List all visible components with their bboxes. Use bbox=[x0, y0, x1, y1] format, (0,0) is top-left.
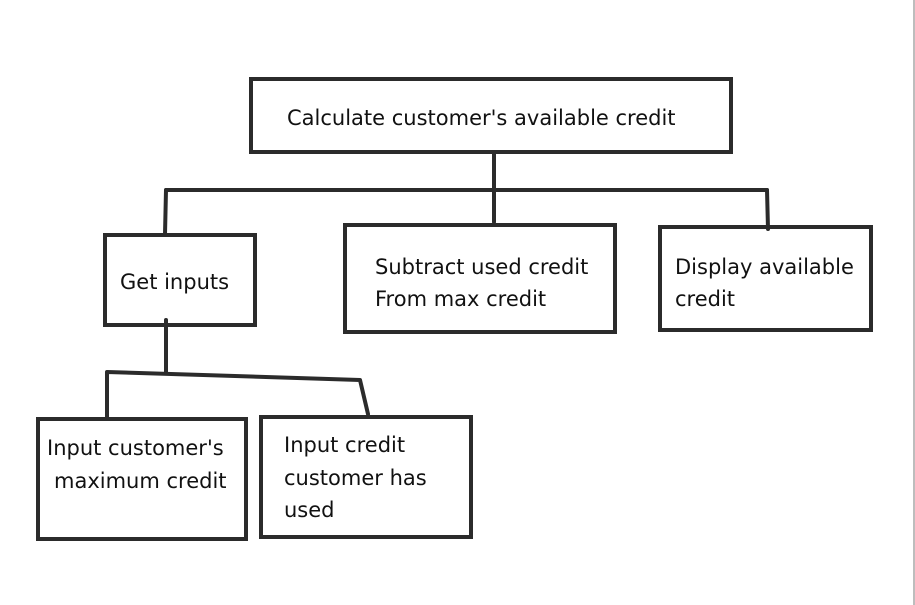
node-display: Display available credit bbox=[658, 225, 873, 332]
node-root-label: Calculate customer's available credit bbox=[287, 106, 676, 130]
node-display-line-1: Display available bbox=[675, 255, 854, 279]
node-input-used-label: Input credit customer has used bbox=[284, 433, 433, 522]
node-display-line-2: credit bbox=[675, 287, 735, 311]
connector-inputs-bus bbox=[105, 370, 370, 420]
node-input-max-box bbox=[36, 417, 248, 541]
node-input-used-line-2: customer has bbox=[284, 466, 427, 490]
connector-to-get-inputs bbox=[163, 188, 168, 236]
node-root-box bbox=[249, 77, 733, 154]
node-subtract-box bbox=[343, 223, 617, 334]
node-get-inputs-box bbox=[103, 233, 257, 327]
connector-to-display bbox=[765, 188, 770, 231]
node-get-inputs-line-1: Get inputs bbox=[120, 270, 229, 294]
connectors bbox=[105, 150, 770, 420]
node-input-max-label: Input customer's maximum credit bbox=[47, 436, 230, 493]
node-input-used-line-3: used bbox=[284, 498, 335, 522]
node-subtract-line-1: Subtract used credit bbox=[375, 255, 588, 279]
node-input-max: Input customer's maximum credit bbox=[36, 417, 248, 541]
node-input-used-box bbox=[259, 415, 473, 539]
node-get-inputs-label: Get inputs bbox=[120, 270, 229, 294]
node-subtract-label: Subtract used credit From max credit bbox=[375, 255, 595, 311]
node-input-max-line-1: Input customer's bbox=[47, 436, 224, 460]
node-root-line-1: Calculate customer's available credit bbox=[287, 106, 676, 130]
node-display-box bbox=[658, 225, 873, 332]
node-get-inputs: Get inputs bbox=[103, 233, 257, 327]
node-subtract: Subtract used credit From max credit bbox=[343, 223, 617, 334]
node-display-label: Display available credit bbox=[675, 255, 861, 311]
node-input-max-line-2: maximum credit bbox=[54, 469, 227, 493]
node-input-used-line-1: Input credit bbox=[284, 433, 405, 457]
image-edge bbox=[913, 0, 915, 605]
node-root: Calculate customer's available credit bbox=[249, 77, 733, 154]
node-subtract-line-2: From max credit bbox=[375, 287, 546, 311]
node-input-used: Input credit customer has used bbox=[259, 415, 473, 539]
